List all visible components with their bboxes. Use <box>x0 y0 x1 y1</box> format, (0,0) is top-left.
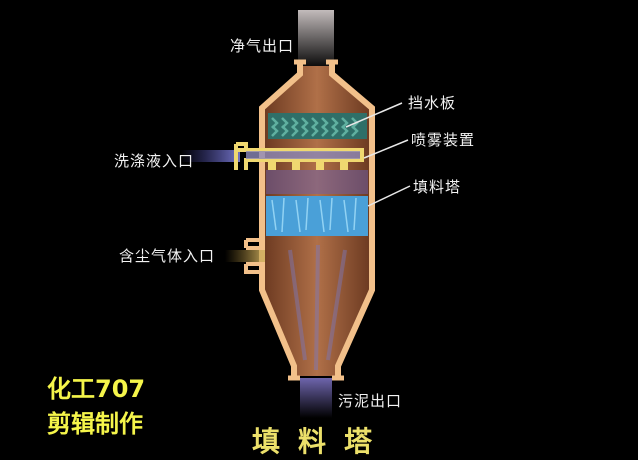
wash-liquid-pipe <box>180 142 364 170</box>
label-dusty-gas-inlet: 含尘气体入口 <box>119 247 216 265</box>
spray-zone <box>266 170 368 194</box>
label-wash-liquid-inlet: 洗涤液入口 <box>114 152 195 170</box>
demister-plates <box>268 113 367 139</box>
dusty-gas-inlet <box>225 238 265 274</box>
label-spray-device: 喷雾装置 <box>411 131 476 149</box>
diagram-title: 填料塔 <box>252 425 391 458</box>
cone-flow-streaks <box>288 244 347 371</box>
spray-nozzles <box>268 162 348 170</box>
vessel-wall <box>259 62 375 378</box>
packing-bed <box>266 196 368 236</box>
label-demister: 挡水板 <box>408 94 457 112</box>
credit-line-1: 化工707 <box>47 375 146 403</box>
leader-lines <box>345 102 411 207</box>
label-packing-tower: 填料塔 <box>413 178 462 196</box>
credit-line-2: 剪辑制作 <box>47 410 143 438</box>
label-clean-gas-outlet: 净气出口 <box>230 37 295 55</box>
sludge-flow <box>300 378 332 418</box>
label-sludge-outlet: 污泥出口 <box>338 392 403 410</box>
